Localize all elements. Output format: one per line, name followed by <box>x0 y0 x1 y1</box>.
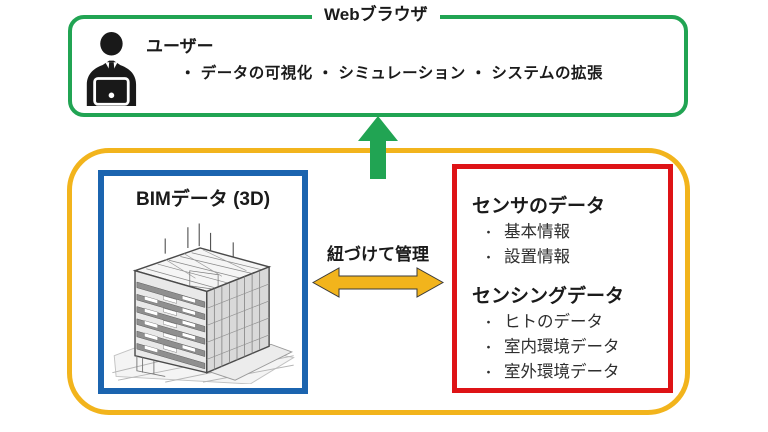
bullet-marker: ・ <box>482 365 496 380</box>
bullet-marker: ・ <box>482 340 496 355</box>
bim-data-box: BIMデータ (3D) <box>98 170 308 394</box>
list-item: ・ 室内環境データ <box>472 337 668 358</box>
link-arrow-label: 紐づけて管理 <box>327 245 429 264</box>
sensor-data-heading: センサのデータ <box>472 196 606 217</box>
web-browser-box-title: Webブラウザ <box>312 4 440 26</box>
bullet-marker: ・ <box>482 225 496 240</box>
list-item-label: ヒトのデータ <box>504 313 603 331</box>
browser-features-list: ・ データの可視化 ・ シミュレーション ・ システムの拡張 <box>180 65 603 82</box>
list-item: ・ ヒトのデータ <box>472 312 668 333</box>
list-item: ・ 設置情報 <box>472 247 668 268</box>
list-item: ・ 基本情報 <box>472 222 668 243</box>
list-item-label: 室内環境データ <box>504 338 620 356</box>
list-item-label: 基本情報 <box>504 223 570 241</box>
bim-data-box-title: BIMデータ (3D) <box>135 189 271 210</box>
bullet-marker: ・ <box>482 250 496 265</box>
up-arrow-icon <box>358 116 398 179</box>
sensing-data-heading: センシングデータ <box>472 286 625 307</box>
list-item-label: 設置情報 <box>504 248 570 266</box>
sensor-data-box: センサのデータ ・ 基本情報 ・ 設置情報 センシングデータ ・ ヒトのデータ … <box>452 164 673 393</box>
user-with-laptop-icon <box>86 32 137 106</box>
list-item-label: 室外環境データ <box>504 363 620 381</box>
list-item: ・ 室外環境データ <box>472 362 668 383</box>
bullet-marker: ・ <box>482 315 496 330</box>
bim-building-image <box>112 223 295 384</box>
double-headed-arrow-icon <box>312 267 444 298</box>
user-label: ユーザー <box>146 37 214 56</box>
